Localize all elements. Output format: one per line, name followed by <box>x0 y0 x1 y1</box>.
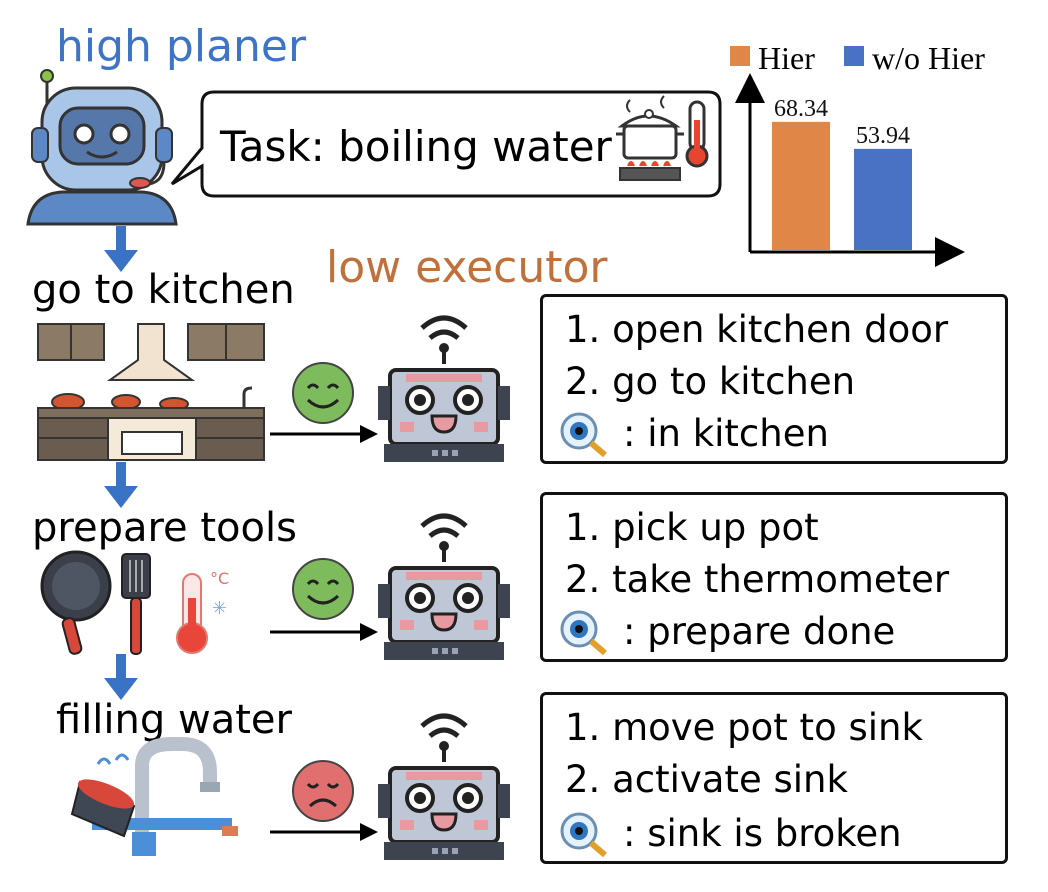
observation-eye-icon <box>560 812 607 858</box>
sad-face-icon <box>292 760 354 822</box>
task-bubble-shape <box>170 90 722 198</box>
step-label: prepare tools <box>32 505 297 551</box>
action-line: 1. open kitchen door <box>565 308 949 351</box>
bar-value-label: 53.94 <box>856 123 910 149</box>
executor-robot-icon <box>378 513 510 660</box>
action-box: 1. pick up pot 2. take thermometer : pre… <box>540 492 1008 662</box>
right-arrow-icon <box>270 823 378 841</box>
low-executor-title: low executor <box>326 242 608 293</box>
legend-swatch-hier <box>730 46 750 66</box>
chart-plot: 68.34 53.94 <box>735 73 965 267</box>
executor-robot-icon <box>378 713 510 860</box>
step-label: go to kitchen <box>32 267 295 313</box>
observation-text: : in kitchen <box>623 412 829 455</box>
observation-eye-icon <box>560 610 607 656</box>
right-arrow-icon <box>270 623 378 641</box>
down-arrow-icon <box>104 226 138 272</box>
kitchen-icon <box>37 323 265 461</box>
svg-text:°C: °C <box>210 569 229 588</box>
down-arrow-icon <box>104 654 138 700</box>
right-arrow-icon <box>270 425 378 443</box>
happy-face-icon <box>292 362 354 424</box>
action-box: 1. move pot to sink 2. activate sink : s… <box>540 692 1008 864</box>
happy-face-icon <box>292 558 354 620</box>
down-arrow-icon <box>104 462 138 508</box>
observation-text: : prepare done <box>623 610 896 653</box>
legend-swatch-wo-hier <box>844 46 864 66</box>
action-line: 1. move pot to sink <box>565 706 923 749</box>
action-line: 2. take thermometer <box>565 558 950 601</box>
boiling-pot-icon <box>616 95 709 181</box>
task-text: Task: boiling water <box>220 122 612 171</box>
svg-text:✳: ✳ <box>212 598 227 619</box>
observation-text: : sink is broken <box>623 812 902 855</box>
legend-label-hier: Hier <box>758 40 815 76</box>
action-line: 2. go to kitchen <box>565 360 856 403</box>
action-line: 1. pick up pot <box>565 506 819 549</box>
step-label: filling water <box>56 697 292 743</box>
high-planner-title: high planer <box>56 21 307 72</box>
bar-hier <box>772 121 830 250</box>
bar-value-label: 68.34 <box>774 96 828 122</box>
tools-icon: °C ✳ <box>40 550 229 655</box>
executor-robot-icon <box>378 315 510 462</box>
planner-robot-icon <box>26 69 178 226</box>
observation-eye-icon <box>560 412 607 458</box>
sink-icon <box>70 737 238 856</box>
action-line: 2. activate sink <box>565 758 848 801</box>
action-box: 1. open kitchen door 2. go to kitchen : … <box>540 294 1008 464</box>
legend-label-wo-hier: w/o Hier <box>872 40 985 76</box>
bar-wo-hier <box>854 148 912 250</box>
